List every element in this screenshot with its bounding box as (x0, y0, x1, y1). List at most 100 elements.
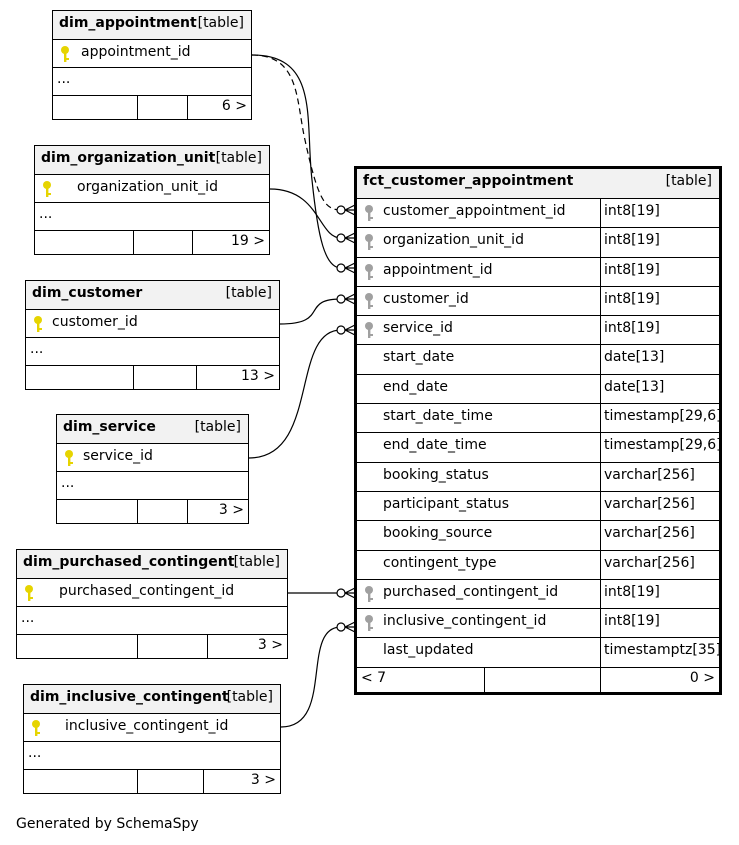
table-fct-customer-appointment[interactable]: fct_customer_appointment [table] custome… (354, 166, 722, 695)
column-row[interactable]: customer_id int8[19] (357, 285, 719, 316)
child-count[interactable]: 13 > (241, 368, 275, 384)
column-name[interactable]: start_date (383, 349, 455, 366)
table-header[interactable]: dim_service [table] (57, 415, 248, 443)
table-dim-appointment[interactable]: dim_appointment [table] appointment_id .… (52, 10, 252, 120)
primary-key-icon (25, 585, 33, 601)
table-header[interactable]: dim_purchased_contingent [table] (17, 550, 287, 578)
column-type: int8[19] (604, 261, 660, 278)
foreign-key-icon (365, 292, 373, 309)
column-row[interactable]: inclusive_contingent_id int8[19] (357, 608, 719, 638)
column-name[interactable]: end_date (383, 378, 448, 395)
table-footer: 3 > (57, 499, 248, 523)
column-name[interactable]: customer_id (383, 290, 469, 307)
table-type: [table] (215, 150, 262, 166)
column-row[interactable]: last_updated timestamptz[35] (357, 637, 722, 667)
column-name[interactable]: purchased_contingent_id (383, 583, 559, 600)
table-header[interactable]: dim_appointment [table] (53, 11, 251, 39)
column-row[interactable]: start_date_time timestamp[29,6] (357, 403, 722, 433)
column-name[interactable]: appointment_id (81, 44, 191, 60)
table-dim-customer[interactable]: dim_customer [table] customer_id ... 13 … (25, 280, 280, 390)
child-count[interactable]: 0 > (689, 669, 715, 686)
more-columns: ... (24, 741, 280, 769)
child-count[interactable]: 19 > (231, 233, 265, 249)
relationship-organization-unit (269, 188, 342, 239)
column-type: timestamptz[35] (604, 642, 722, 659)
table-name[interactable]: dim_organization_unit (41, 150, 216, 166)
column-name[interactable]: organization_unit_id (383, 232, 524, 249)
column-name[interactable]: end_date_time (383, 437, 487, 454)
table-name[interactable]: dim_service (63, 419, 156, 435)
table-name[interactable]: fct_customer_appointment (363, 173, 574, 189)
column-name[interactable]: customer_appointment_id (383, 203, 566, 219)
column-row[interactable]: purchased_contingent_id (17, 578, 287, 606)
parent-count[interactable]: < 7 (361, 669, 387, 686)
column-type: varchar[256] (604, 554, 695, 571)
table-name[interactable]: dim_customer (32, 285, 143, 301)
child-count[interactable]: 3 > (218, 502, 244, 518)
column-row[interactable]: inclusive_contingent_id (24, 713, 280, 741)
column-row[interactable]: service_id (57, 443, 248, 471)
column-row[interactable]: end_date date[13] (357, 373, 719, 404)
column-name[interactable]: booking_source (383, 525, 493, 542)
column-row[interactable]: customer_id (26, 309, 279, 337)
table-footer: 3 > (17, 634, 287, 658)
table-type: [table] (225, 285, 272, 301)
column-name[interactable]: service_id (83, 448, 153, 464)
column-name[interactable]: contingent_type (383, 554, 497, 571)
column-name[interactable]: service_id (383, 320, 453, 337)
column-name[interactable]: last_updated (383, 642, 474, 659)
child-count[interactable]: 3 > (257, 637, 283, 653)
primary-key-icon (65, 450, 73, 466)
column-row[interactable]: participant_status varchar[256] (357, 490, 719, 521)
column-row[interactable]: contingent_type varchar[256] (357, 549, 719, 579)
column-name[interactable]: inclusive_contingent_id (383, 613, 547, 630)
table-name[interactable]: dim_appointment (59, 15, 197, 31)
column-type: timestamp[29,6] (604, 408, 722, 425)
relationship-appointment-dashed (251, 54, 342, 211)
child-count[interactable]: 3 > (250, 772, 276, 788)
child-count[interactable]: 6 > (221, 98, 247, 114)
table-footer: 3 > (24, 769, 280, 793)
table-type: [table] (197, 15, 244, 31)
column-name[interactable]: purchased_contingent_id (59, 583, 235, 599)
table-type: [table] (194, 419, 241, 435)
table-header[interactable]: dim_inclusive_contingent [table] (24, 685, 280, 713)
column-type: int8[19] (604, 290, 660, 307)
table-dim-organization-unit[interactable]: dim_organization_unit [table] organizati… (34, 145, 270, 255)
relationship-inclusive-contingent (280, 626, 342, 728)
column-type: int8[19] (604, 613, 660, 630)
column-row[interactable]: appointment_id (53, 39, 251, 67)
table-name[interactable]: dim_purchased_contingent (23, 554, 235, 570)
table-dim-service[interactable]: dim_service [table] service_id ... 3 > (56, 414, 249, 524)
column-row[interactable]: organization_unit_id (35, 174, 269, 202)
table-dim-inclusive-contingent[interactable]: dim_inclusive_contingent [table] inclusi… (23, 684, 281, 794)
column-type: varchar[256] (604, 495, 695, 512)
column-name[interactable]: appointment_id (383, 261, 493, 278)
table-header[interactable]: fct_customer_appointment [table] (357, 169, 719, 198)
column-name[interactable]: customer_id (52, 314, 138, 330)
column-name[interactable]: organization_unit_id (77, 179, 218, 195)
more-columns: ... (35, 202, 269, 230)
table-header[interactable]: dim_customer [table] (26, 281, 279, 309)
table-footer: 19 > (35, 230, 269, 254)
foreign-key-icon (365, 615, 373, 632)
primary-key-icon (61, 46, 69, 62)
table-header[interactable]: dim_organization_unit [table] (35, 146, 269, 174)
table-dim-purchased-contingent[interactable]: dim_purchased_contingent [table] purchas… (16, 549, 288, 659)
table-name[interactable]: dim_inclusive_contingent (30, 689, 229, 705)
column-name[interactable]: participant_status (383, 495, 510, 512)
column-name[interactable]: booking_status (383, 466, 489, 483)
foreign-key-icon (365, 234, 373, 251)
column-name[interactable]: start_date_time (383, 408, 493, 425)
column-name[interactable]: inclusive_contingent_id (65, 718, 229, 734)
column-row[interactable]: appointment_id int8[19] (357, 256, 719, 286)
column-type: date[13] (604, 378, 665, 395)
